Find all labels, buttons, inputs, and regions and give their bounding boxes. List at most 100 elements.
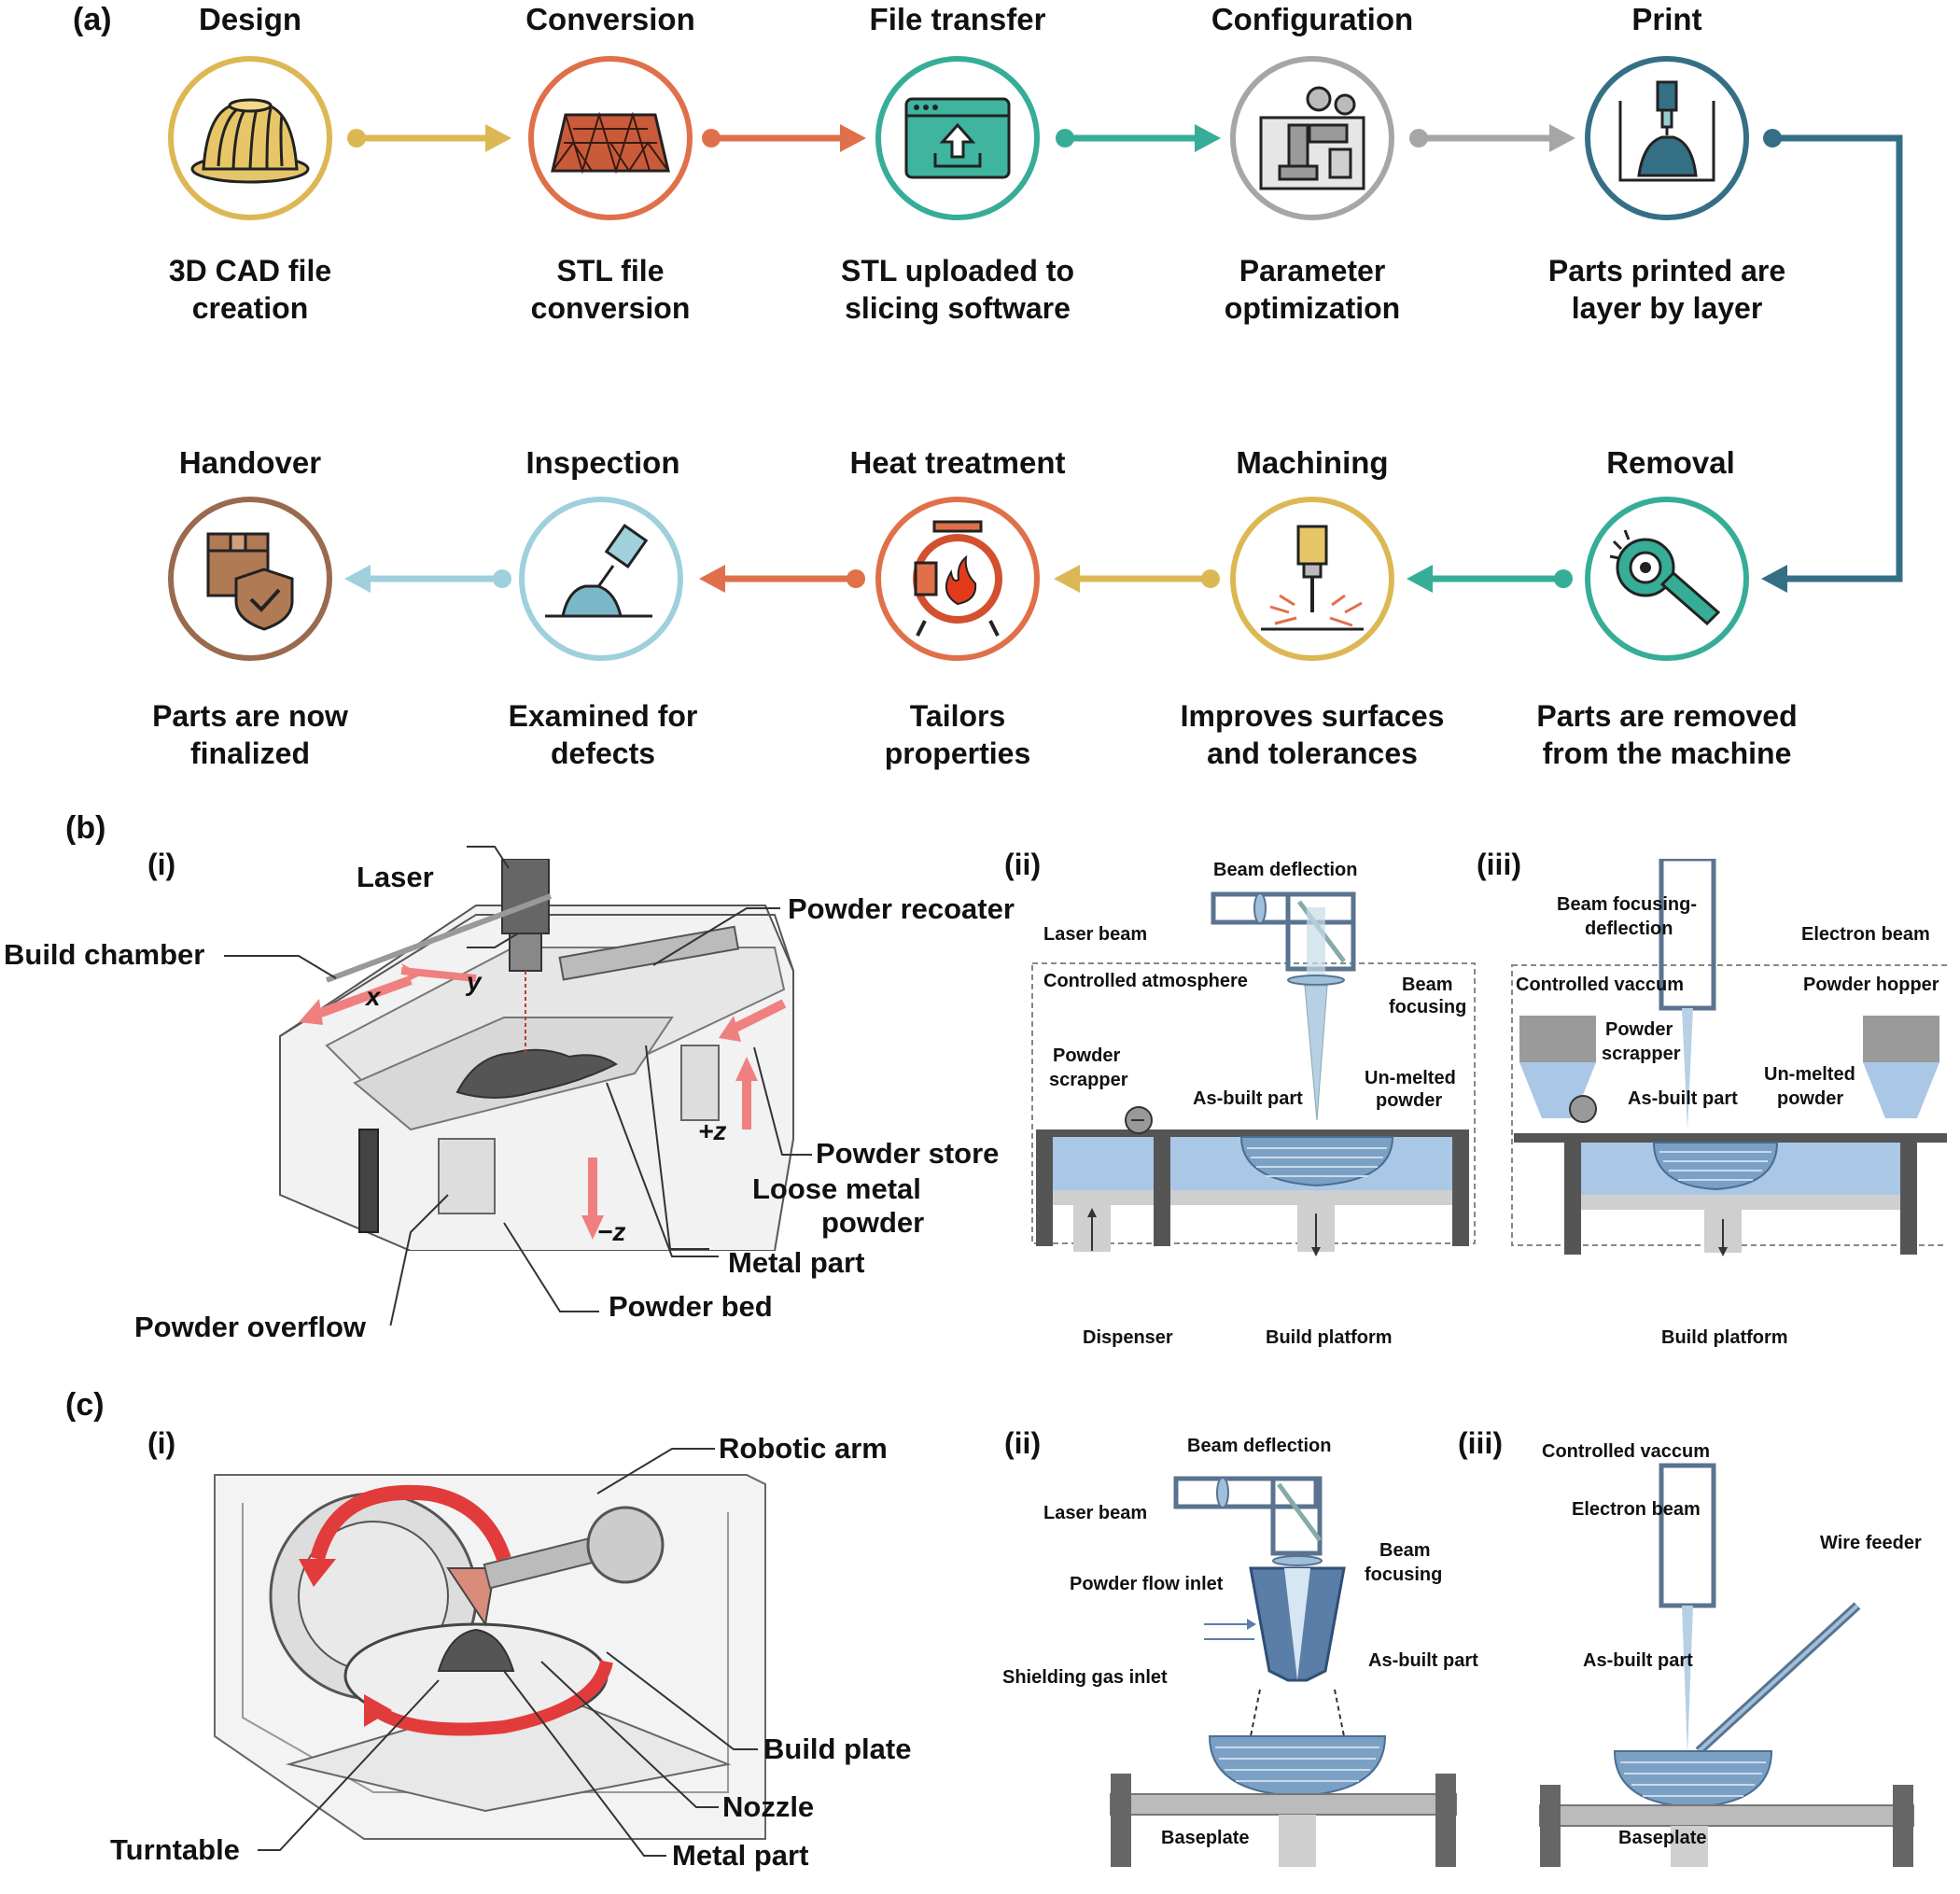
label-laser-beam-c: Laser beam bbox=[1043, 1503, 1148, 1523]
label-powder-store: Powder store bbox=[816, 1137, 1000, 1170]
panel-a-label: (a) bbox=[73, 2, 112, 37]
label-baseplate-c-iii: Baseplate bbox=[1618, 1828, 1707, 1848]
label-beam-focusing-c-2: focusing bbox=[1365, 1564, 1443, 1585]
label-unmelted-b-iii-2: powder bbox=[1777, 1088, 1844, 1109]
step-title-file-transfer: File transfer bbox=[869, 2, 1046, 36]
label-unmelted-b-iii-1: Un-melted bbox=[1764, 1064, 1855, 1085]
label-build-platform-b-ii: Build platform bbox=[1266, 1327, 1393, 1348]
arrow-configuration-print bbox=[1409, 124, 1575, 152]
label-beam-focusing-deflection-1: Beam focusing- bbox=[1557, 894, 1698, 915]
arrow-removal-machining bbox=[1407, 565, 1573, 593]
label-beam-focusing-c-1: Beam bbox=[1379, 1540, 1431, 1561]
scanner-icon bbox=[545, 523, 652, 618]
label-electron-beam-c: Electron beam bbox=[1572, 1499, 1701, 1520]
axis-y-label: y bbox=[467, 967, 482, 996]
step-desc-conversion: STL file conversion bbox=[530, 254, 691, 325]
panel-c-label: (c) bbox=[65, 1387, 105, 1423]
label-as-built-part-b-iii: As-built part bbox=[1628, 1088, 1738, 1109]
step-title-configuration: Configuration bbox=[1211, 2, 1414, 36]
step-ring-inspection bbox=[519, 497, 683, 661]
step-ring-heat-treatment bbox=[875, 497, 1040, 661]
label-build-chamber: Build chamber bbox=[4, 938, 205, 971]
arrow-heat-inspection bbox=[699, 565, 865, 593]
step-title-print: Print bbox=[1631, 2, 1702, 36]
step-desc-inspection: Examined for defects bbox=[508, 699, 698, 770]
label-beam-focusing-b-2: focusing bbox=[1389, 997, 1467, 1017]
panel-b-label: (b) bbox=[65, 810, 106, 846]
label-beam-focusing-deflection-2: deflection bbox=[1585, 919, 1673, 939]
label-controlled-vaccum-c: Controlled vaccum bbox=[1542, 1441, 1711, 1462]
step-ring-handover bbox=[168, 497, 332, 661]
pbf-leader-lines bbox=[224, 846, 812, 1326]
step-ring-removal bbox=[1585, 497, 1749, 661]
step-desc-machining: Improves surfaces and tolerances bbox=[1180, 699, 1445, 770]
label-powder-scrapper-b-iii-1: Powder bbox=[1605, 1019, 1673, 1040]
ebeam-pbf-schematic bbox=[1511, 859, 1947, 1256]
bundt-cad-icon bbox=[190, 98, 310, 184]
panel-b-iii-label: (iii) bbox=[1477, 848, 1521, 881]
angle-grinder-icon bbox=[1609, 529, 1721, 626]
panel-c-i-label: (i) bbox=[147, 1426, 176, 1460]
print-nozzle-icon bbox=[1618, 80, 1715, 182]
step-ring-configuration bbox=[1230, 56, 1394, 220]
laser-ded-schematic bbox=[1110, 1476, 1457, 1867]
label-powder-hopper: Powder hopper bbox=[1803, 975, 1939, 995]
label-metal-part-b: Metal part bbox=[728, 1246, 865, 1279]
furnace-flame-icon bbox=[913, 520, 1002, 637]
step-ring-machining bbox=[1230, 497, 1394, 661]
label-shielding-gas-inlet: Shielding gas inlet bbox=[1002, 1667, 1168, 1688]
panel-b-i-label: (i) bbox=[147, 848, 176, 881]
step-ring-design bbox=[168, 56, 332, 220]
label-build-platform-b-iii: Build platform bbox=[1661, 1327, 1788, 1348]
label-baseplate-c-ii: Baseplate bbox=[1161, 1828, 1250, 1848]
label-controlled-atmosphere: Controlled atmosphere bbox=[1043, 971, 1248, 991]
step-desc-file-transfer: STL uploaded to slicing software bbox=[840, 254, 1075, 325]
step-ring-file-transfer bbox=[875, 56, 1040, 220]
label-as-built-part-b-ii: As-built part bbox=[1193, 1088, 1303, 1109]
label-as-built-part-c-ii: As-built part bbox=[1368, 1650, 1478, 1671]
step-title-heat-treatment: Heat treatment bbox=[849, 445, 1066, 480]
arrow-conversion-transfer bbox=[702, 124, 866, 152]
label-powder-bed: Powder bed bbox=[609, 1290, 773, 1323]
arrow-print-removal bbox=[1761, 129, 1903, 593]
arrow-design-conversion bbox=[347, 124, 511, 152]
laser-pbf-schematic bbox=[1031, 891, 1476, 1256]
upload-window-icon bbox=[904, 97, 1011, 179]
axis-minus-z-label: −z bbox=[597, 1217, 626, 1246]
step-title-conversion: Conversion bbox=[525, 2, 695, 36]
stl-mesh-icon bbox=[551, 111, 670, 175]
label-as-built-part-c-iii: As-built part bbox=[1583, 1650, 1693, 1671]
label-powder-scrapper-b-1: Powder bbox=[1053, 1045, 1121, 1066]
step-desc-removal: Parts are removed from the machine bbox=[1536, 699, 1798, 770]
label-unmelted-b-ii-1: Un-melted bbox=[1365, 1068, 1456, 1088]
machine-gears-icon bbox=[1259, 86, 1365, 190]
label-beam-focusing-b-1: Beam bbox=[1402, 975, 1453, 995]
flow-connectors bbox=[344, 124, 1903, 593]
drill-sparks-icon bbox=[1261, 525, 1364, 631]
label-powder-scrapper-b-2: scrapper bbox=[1049, 1070, 1128, 1090]
arrow-inspection-handover bbox=[344, 565, 511, 593]
panel-b-ii-label: (ii) bbox=[1004, 848, 1042, 881]
step-title-machining: Machining bbox=[1236, 445, 1389, 480]
label-turntable: Turntable bbox=[110, 1833, 240, 1866]
step-desc-configuration: Parameter optimization bbox=[1224, 254, 1401, 325]
step-desc-handover: Parts are now finalized bbox=[152, 699, 348, 770]
label-unmelted-b-ii-2: powder bbox=[1376, 1090, 1443, 1111]
axis-x-label: x bbox=[366, 982, 381, 1011]
label-powder-flow-inlet: Powder flow inlet bbox=[1070, 1574, 1224, 1594]
label-nozzle: Nozzle bbox=[722, 1790, 815, 1823]
step-ring-print bbox=[1585, 56, 1749, 220]
step-title-design: Design bbox=[198, 2, 302, 36]
step-ring-conversion bbox=[528, 56, 693, 220]
label-beam-deflection-b: Beam deflection bbox=[1213, 860, 1358, 880]
label-metal-part-c: Metal part bbox=[672, 1839, 809, 1872]
step-desc-heat-treatment: Tailors properties bbox=[884, 699, 1031, 770]
label-beam-deflection-c: Beam deflection bbox=[1187, 1436, 1332, 1456]
step-desc-print: Parts printed are layer by layer bbox=[1547, 254, 1786, 325]
label-dispenser: Dispenser bbox=[1083, 1327, 1173, 1348]
label-loose-metal-powder-2: powder bbox=[821, 1206, 925, 1239]
label-powder-overflow: Powder overflow bbox=[134, 1311, 367, 1343]
label-powder-recoater: Powder recoater bbox=[788, 892, 1015, 925]
label-controlled-vaccum-b: Controlled vaccum bbox=[1516, 975, 1685, 995]
ded-leader-lines bbox=[258, 1448, 758, 1857]
